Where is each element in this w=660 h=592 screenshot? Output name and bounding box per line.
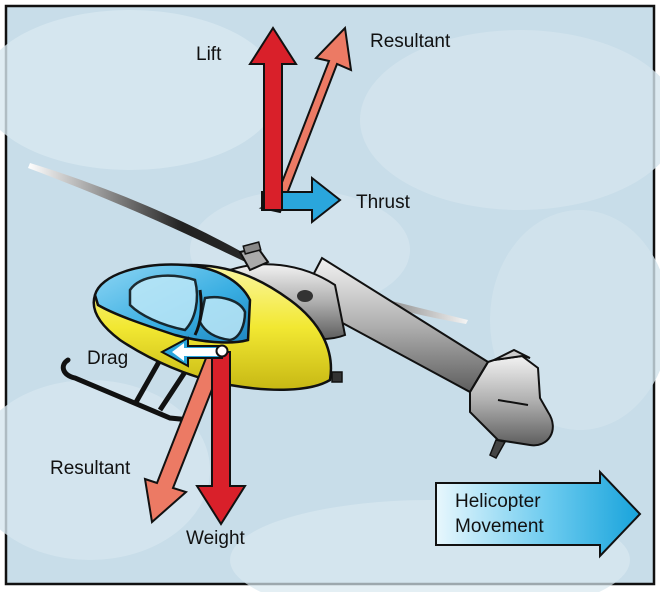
label-thrust: Thrust (356, 192, 411, 213)
rotor-blade (28, 163, 468, 324)
label-resultant-top: Resultant (370, 31, 451, 52)
lift-arrow (248, 26, 298, 211)
label-weight: Weight (186, 528, 246, 549)
tail-fin (469, 354, 554, 447)
helicopter (60, 241, 554, 459)
label-movement-line1: Helicopter (455, 491, 541, 512)
label-resultant-bottom: Resultant (50, 458, 131, 479)
landing-skid (60, 357, 193, 423)
label-drag: Drag (87, 348, 128, 369)
resultant-top-arrow (258, 25, 353, 214)
label-lift: Lift (196, 44, 222, 65)
weight-arrow (195, 351, 247, 526)
force-origin-point (215, 344, 229, 358)
movement-arrow (435, 469, 642, 559)
label-movement-line2: Movement (455, 516, 544, 537)
